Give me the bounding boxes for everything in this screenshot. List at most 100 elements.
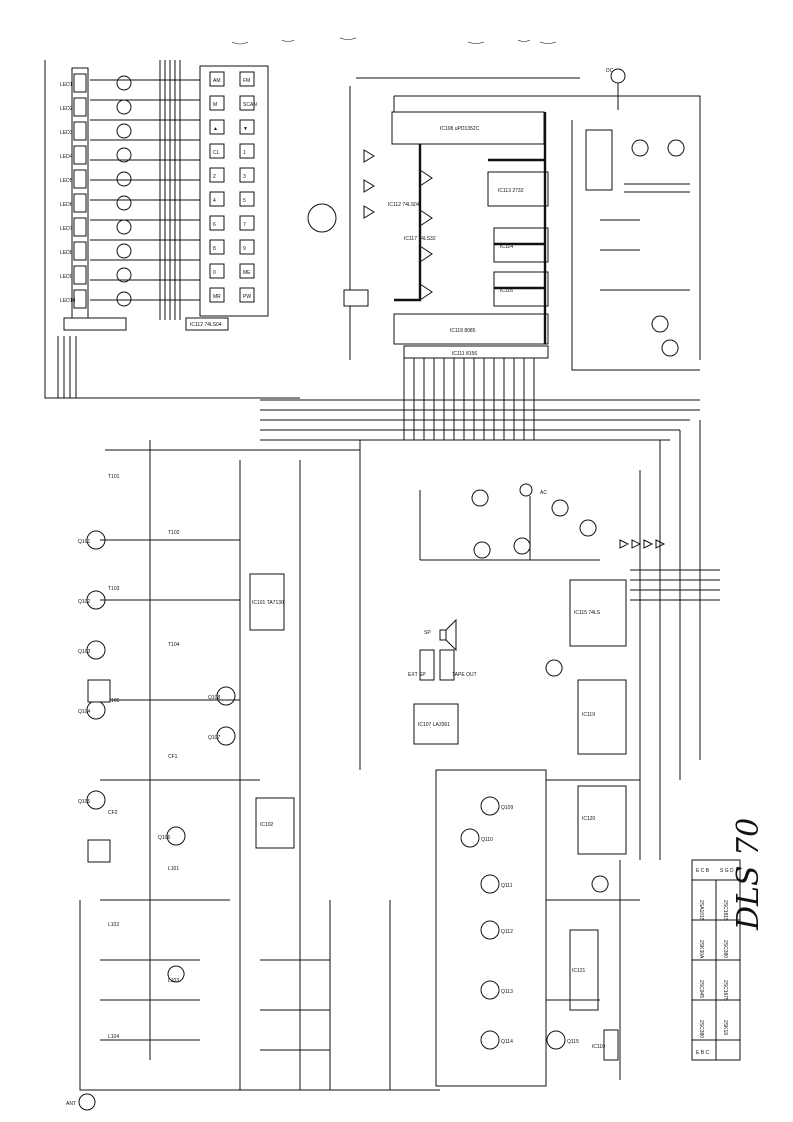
ic-label-cpu: IC118 8085	[450, 328, 476, 334]
key-switch	[209, 263, 225, 279]
transistor-label: Q102	[78, 599, 90, 605]
transistor-label: Q110	[481, 837, 493, 843]
key-label: M	[213, 102, 217, 108]
key-label: 2	[213, 174, 216, 180]
speaker	[439, 618, 457, 652]
led-label: LED9	[60, 274, 73, 280]
key-label: 9	[243, 246, 246, 252]
aux-jack	[343, 289, 369, 307]
coil-label: CF1	[168, 754, 178, 760]
pinout-p4: 2SC380	[722, 940, 728, 958]
key-label: FM	[243, 78, 250, 84]
pinout-p6: 2SC1675	[722, 980, 728, 1001]
coil-label: T103	[108, 586, 120, 592]
key-label: 8	[213, 246, 216, 252]
key-label: AM	[213, 78, 221, 84]
pinout-p2: 2SC1815	[722, 900, 728, 921]
pinout-ecb: E B C	[696, 1050, 709, 1056]
key-switch	[239, 119, 255, 135]
led-driver-transistor	[116, 195, 132, 211]
transistor	[480, 1030, 500, 1050]
led-driver-transistor	[116, 291, 132, 307]
key-decoder-ic	[185, 317, 229, 331]
coil-label: L104	[108, 1034, 119, 1040]
coil-label: T102	[168, 530, 180, 536]
ceramic-filter-2	[87, 839, 111, 863]
led-driver-transistor	[116, 171, 132, 187]
ic-label-rom: IC113 2732	[498, 188, 524, 194]
ac-jack	[519, 483, 533, 497]
pinout-p1: 2SA1015	[698, 900, 704, 921]
pinout-p7: 2SC380	[698, 1020, 704, 1038]
coil-label: L103	[168, 978, 179, 984]
led-driver-transistor	[116, 75, 132, 91]
transistor-label: Q114	[501, 1039, 513, 1045]
transistor-label: Q105	[78, 799, 90, 805]
ic-scan	[569, 579, 627, 647]
led-driver-transistor	[116, 267, 132, 283]
power-section: DC	[571, 68, 701, 371]
key-label: SCAN	[243, 102, 257, 108]
ic-fm-if	[249, 573, 285, 631]
antenna-label: ANT	[66, 1101, 76, 1107]
ic-label-io: IC111 8156	[452, 351, 477, 357]
led-digit	[73, 241, 87, 261]
key-switch	[209, 191, 225, 207]
key-switch	[239, 215, 255, 231]
key-label: 7	[243, 222, 246, 228]
key-switch	[239, 71, 255, 87]
ic-io	[403, 345, 549, 359]
coil-label: L102	[108, 922, 119, 928]
ceramic-filter-1	[87, 679, 111, 703]
transistor	[86, 640, 106, 660]
led-digit	[73, 289, 87, 309]
key-switch	[239, 239, 255, 255]
transistor	[460, 828, 480, 848]
key-label: ME	[243, 270, 251, 276]
transistor	[166, 826, 186, 846]
fm-if-stage-border	[435, 769, 547, 1087]
key-label: 1	[243, 150, 246, 156]
key-label: 3	[243, 174, 246, 180]
tape-out-label: TAPE OUT	[452, 672, 477, 678]
led-label: LED8	[60, 250, 73, 256]
transistor-label: Q113	[501, 989, 513, 995]
scan-marks	[231, 37, 557, 45]
pinout-p8: 2SK19	[722, 1020, 728, 1035]
antenna-terminal	[78, 1093, 96, 1111]
key-switch	[239, 191, 255, 207]
ext-sp-label: EXT SP	[408, 672, 426, 678]
led-label: LED6	[60, 202, 73, 208]
pinout-p3: 2SK30A	[698, 940, 704, 959]
transistor	[480, 874, 500, 894]
led-digit	[73, 121, 87, 141]
led-label: LED4	[60, 154, 73, 160]
ic-label-key-decoder: IC112 74LS04	[190, 322, 222, 328]
ic-label-audio: IC107 LA3361	[418, 722, 450, 728]
key-switch	[239, 95, 255, 111]
audio-section: SP EXT SP TAPE OUT AC	[408, 483, 600, 681]
led-digit	[73, 97, 87, 117]
coil-label: CF2	[108, 810, 118, 816]
key-switch	[209, 71, 225, 87]
transistor-label: Q106	[158, 835, 170, 841]
transistor-label: Q115	[567, 1039, 579, 1045]
key-label: 4	[213, 198, 216, 204]
led-driver-ic	[63, 317, 127, 331]
led-display-section: LED1LED2LED3LED4LED5LED6LED7LED8LED9LED1…	[44, 60, 300, 399]
transistor	[216, 686, 236, 706]
ic-label-shift: IC120	[582, 816, 596, 822]
ic-label-or-gates: IC117 74LS32	[404, 236, 436, 242]
ac-label: AC	[540, 490, 547, 496]
transistor	[216, 726, 236, 746]
ic-label-counter: IC119	[582, 712, 595, 718]
key-label: 5	[243, 198, 246, 204]
ic-counter	[577, 679, 627, 755]
key-switch	[239, 167, 255, 183]
transistor	[86, 790, 106, 810]
key-switch	[239, 263, 255, 279]
din-connector	[307, 203, 337, 233]
key-label: PW	[243, 294, 251, 300]
ic-label-pll: IC108 uPD1352C	[440, 126, 480, 132]
led-label: LED10	[60, 298, 76, 304]
